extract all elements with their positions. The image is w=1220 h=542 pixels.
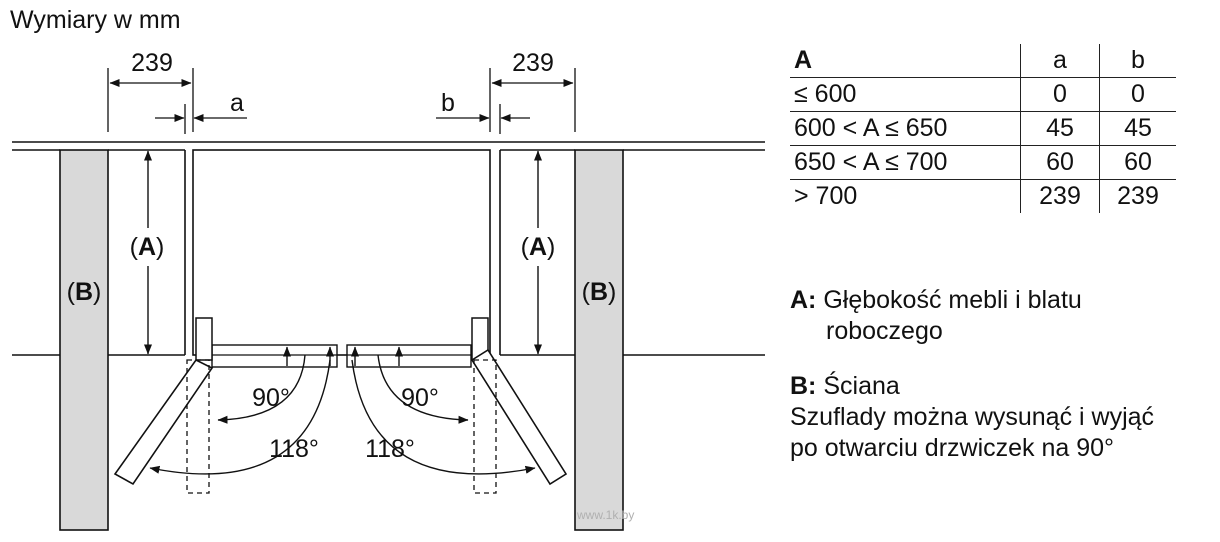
legend-text: roboczego xyxy=(826,317,943,345)
fridge-body xyxy=(192,149,491,356)
gap-label-b: b xyxy=(441,89,455,117)
wall-label-left: (B) xyxy=(67,278,102,306)
drawer-right xyxy=(346,344,472,368)
table-cell: ≤ 600 xyxy=(794,80,857,108)
angle-arcs xyxy=(149,354,536,475)
door-90-right xyxy=(473,359,497,494)
door-90-left xyxy=(186,359,210,494)
legend-key-b: B: xyxy=(790,372,817,400)
watermark: www.1k.by xyxy=(577,508,635,522)
angle-90-left: 90° xyxy=(252,384,290,412)
table-row: 650 < A ≤ 700 60 60 xyxy=(790,145,1176,180)
legend-text: Głębokość mebli i blatu xyxy=(823,286,1082,314)
table-cell: 650 < A ≤ 700 xyxy=(794,148,948,176)
legend-key-a: A: xyxy=(790,286,817,314)
top-dimensions xyxy=(107,68,576,134)
drawer-left xyxy=(211,344,338,368)
drawer-arrows xyxy=(283,346,403,366)
wall-left xyxy=(59,149,109,531)
table-cell: 239 xyxy=(1099,179,1176,213)
table-header-row: A a b xyxy=(790,44,1176,78)
table-cell: 239 xyxy=(1020,179,1100,213)
table-header: a xyxy=(1020,44,1100,78)
angle-118-left: 118° xyxy=(269,435,319,463)
table-row: > 700 239 239 xyxy=(790,179,1176,213)
depth-label-left: (A) xyxy=(130,233,165,261)
dimension-table: A a b ≤ 600 0 0 600 < A ≤ 650 45 45 650 … xyxy=(790,44,1176,213)
dim-239-right: 239 xyxy=(512,49,554,77)
table-cell: 45 xyxy=(1099,111,1176,146)
legend-text: Szuflady można wysunąć i wyjąć xyxy=(790,403,1155,431)
installation-diagram: 239 239 a b (A) (A) (B) (B) 90° 90° 118°… xyxy=(12,49,765,531)
worktop-lines xyxy=(12,141,765,356)
table-cell: 60 xyxy=(1099,145,1176,180)
table-row: 600 < A ≤ 650 45 45 xyxy=(790,111,1176,146)
hinge-left xyxy=(195,317,213,361)
depth-label-right: (A) xyxy=(521,233,556,261)
table-cell: 0 xyxy=(1020,77,1100,112)
door-right xyxy=(470,348,568,486)
table-cell: 45 xyxy=(1020,111,1100,146)
angle-90-right: 90° xyxy=(401,384,439,412)
depth-arrows xyxy=(144,150,542,355)
table-cell: 600 < A ≤ 650 xyxy=(794,114,948,142)
legend-text: po otwarciu drzwiczek na 90° xyxy=(790,434,1115,462)
legend-depth: A: Głębokość mebli i blatu roboczego xyxy=(790,285,1082,347)
table-row: ≤ 600 0 0 xyxy=(790,77,1176,112)
dim-239-left: 239 xyxy=(131,49,173,77)
table-cell: > 700 xyxy=(794,182,858,210)
legend-text: Ściana xyxy=(823,372,900,400)
wall-label-right: (B) xyxy=(582,278,617,306)
door-left xyxy=(113,358,214,486)
page-title: Wymiary w mm xyxy=(10,6,181,34)
legend-wall: B: Ściana Szuflady można wysunąć i wyjąć… xyxy=(790,371,1154,464)
table-header: A xyxy=(794,46,813,74)
angle-118-right: 118° xyxy=(365,435,415,463)
table-header: b xyxy=(1099,44,1176,78)
table-cell: 60 xyxy=(1020,145,1100,180)
wall-right xyxy=(574,149,624,531)
gap-label-a: a xyxy=(230,89,244,117)
table-cell: 0 xyxy=(1099,77,1176,112)
